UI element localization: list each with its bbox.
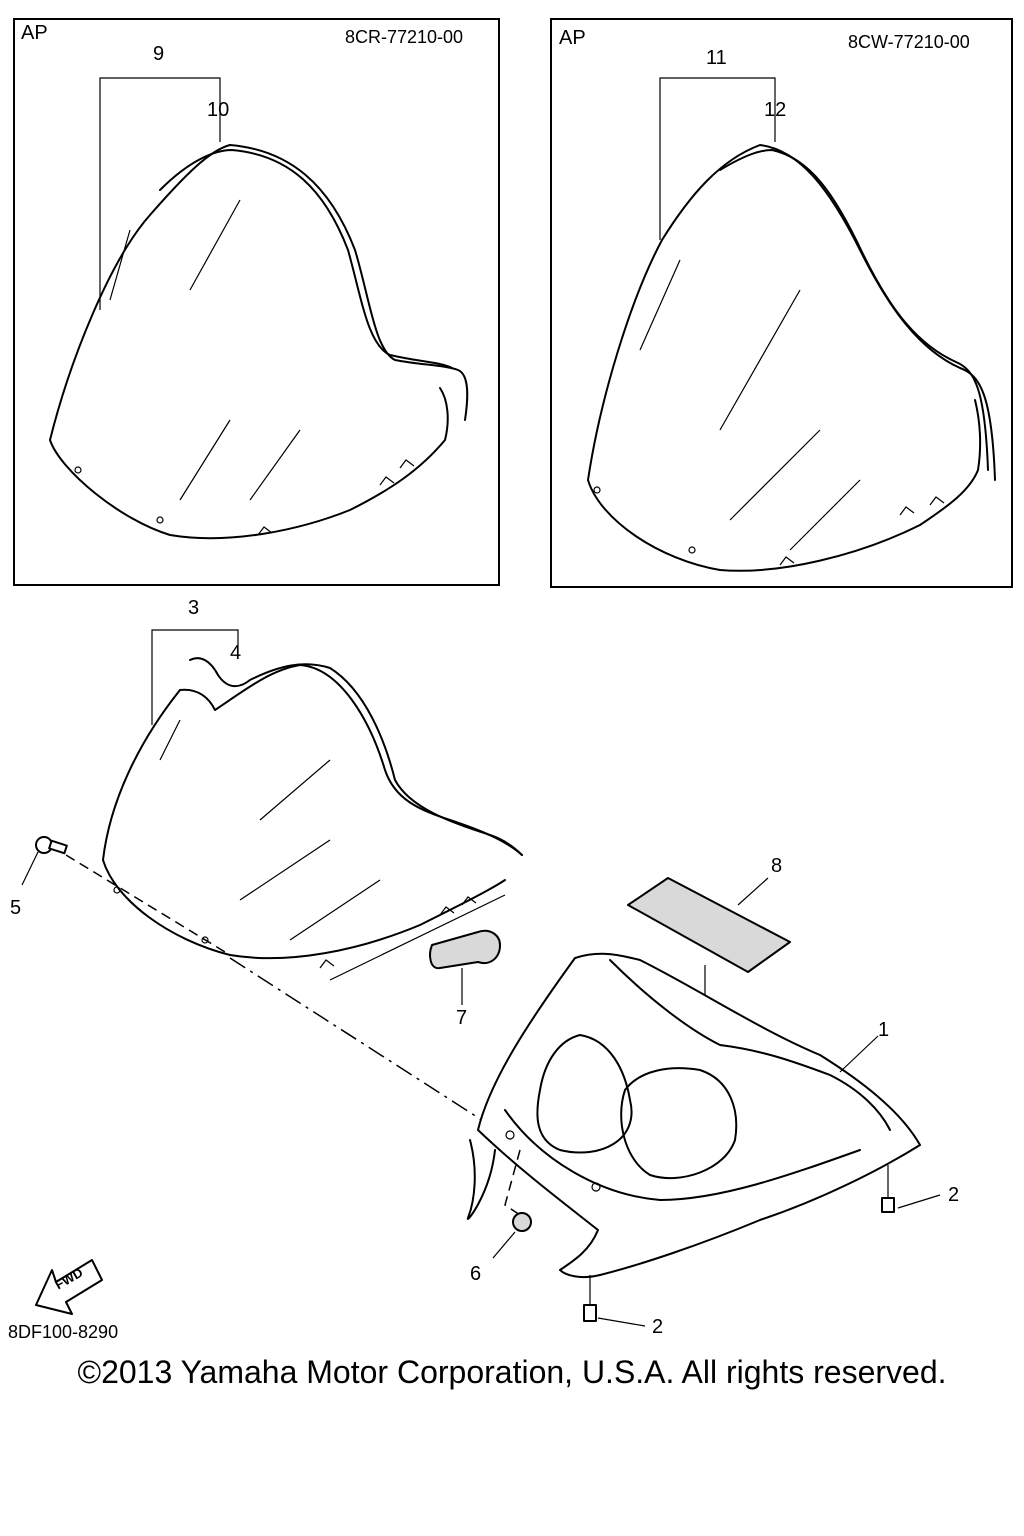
callout-8: 8 [771,855,783,877]
callout-3: 3 [188,597,200,619]
windshield-tabs-main [319,894,506,981]
callout-11: 11 [706,47,727,69]
windshield-lower-right [587,399,982,572]
callout-1: 1 [878,1019,890,1041]
windshield-tabs-left [257,459,415,536]
inset-right-part-number: 8CW-77210-00 [848,32,970,52]
fwd-arrow-icon [35,1259,103,1315]
inset-left-part-number: 8CR-77210-00 [345,27,464,47]
callout-2-bottom: 2 [652,1316,664,1338]
windshield-trim-left [159,149,453,369]
diagram-code: 8DF100-8290 [8,1322,119,1342]
bolt-bottom [583,1275,646,1327]
callout-4: 4 [230,642,242,664]
windshield-glare-right [639,259,861,551]
windshield-main [102,629,523,981]
windshield-lower-main [102,859,506,960]
windshield-trim-right [719,149,989,471]
windshield-outline-left [49,144,469,441]
inset-right-tag: AP [559,27,586,49]
bracket [429,929,501,1005]
windshield-tabs-right [779,496,945,566]
bolt-right [881,1165,941,1213]
group-bracket-right [659,77,776,240]
windshield-trim-main [189,657,523,856]
windshield-inset-right [587,77,996,572]
windshield-outline-main [102,664,523,861]
inset-frame-right [550,18,1013,588]
windshield-glare-left [109,199,301,501]
alignment-line [229,957,506,1136]
windshield-inset-left [49,77,469,540]
group-bracket-left [99,77,221,310]
callout-7: 7 [456,1007,468,1029]
callout-6: 6 [470,1263,482,1285]
windshield-outline-right [587,144,996,481]
callout-12: 12 [764,99,787,121]
group-bracket-main [151,629,239,725]
windshield-glare-main [159,719,381,941]
windshield-lower-left [49,387,449,540]
cowling [466,952,921,1279]
callout-9: 9 [153,43,165,65]
grommet [492,1149,532,1259]
copyright-notice: ©2013 Yamaha Motor Corporation, U.S.A. A… [77,1354,947,1390]
bolt-front [21,836,231,956]
callout-10: 10 [207,99,230,121]
inset-left-tag: AP [21,22,48,44]
callout-5: 5 [10,897,22,919]
callout-2-right: 2 [948,1184,960,1206]
